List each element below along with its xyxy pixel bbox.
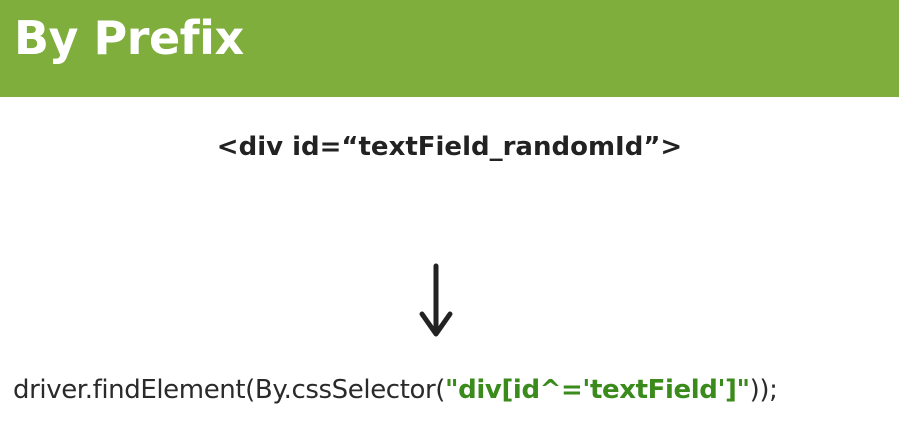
slide-title: By Prefix [14, 11, 244, 65]
html-snippet: <div id=“textField_randomId”> [216, 132, 683, 162]
code-line: driver.findElement(By.cssSelector("div[i… [13, 368, 778, 412]
title-bar: By Prefix [0, 0, 899, 97]
arrow-down-icon [419, 263, 453, 337]
code-prefix: driver.findElement(By.cssSelector( [13, 375, 446, 405]
code-suffix: )); [749, 375, 778, 405]
code-selector: "div[id^='textField']" [445, 375, 750, 405]
